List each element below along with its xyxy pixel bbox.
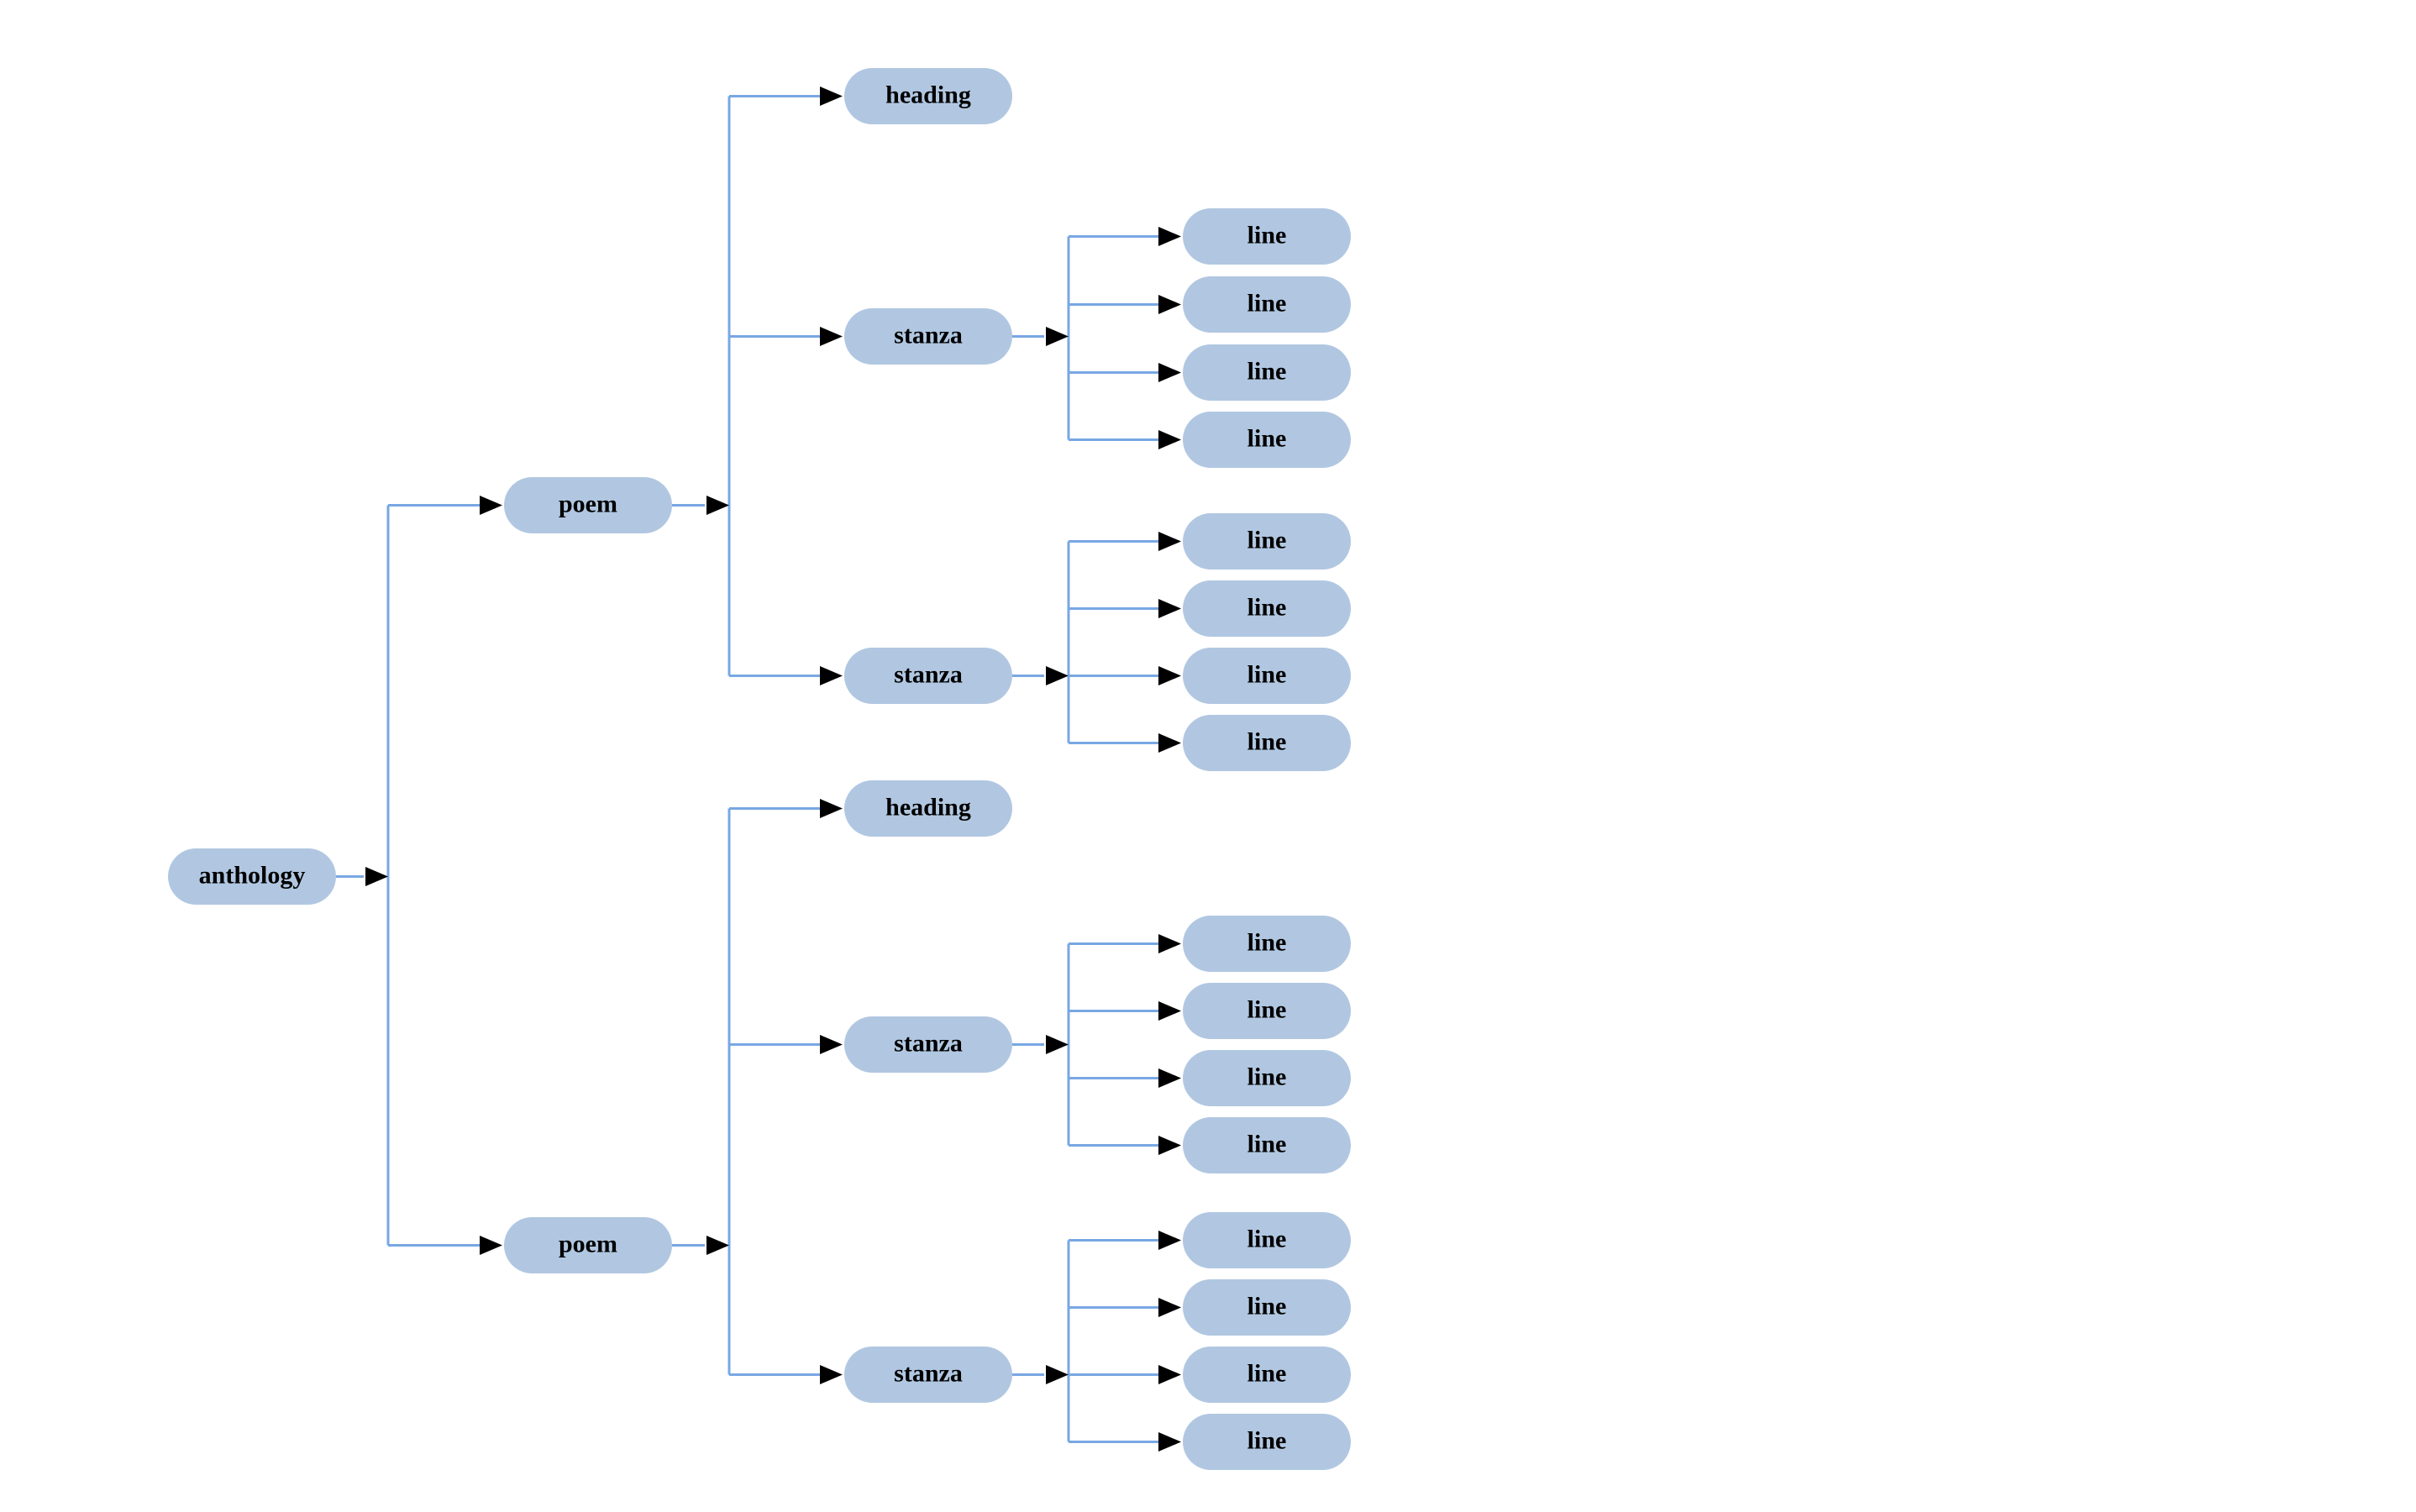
node-pill-shape[interactable] <box>844 308 1012 365</box>
node-pill-shape[interactable] <box>1183 983 1351 1039</box>
arrowhead-icon <box>820 1035 843 1054</box>
edge-layer <box>336 95 1158 1443</box>
node-pill-shape[interactable] <box>168 848 336 905</box>
node-pill-shape[interactable] <box>1183 648 1351 704</box>
tree-node-line-1-2-4[interactable]: line <box>1183 715 1351 771</box>
arrowhead-icon <box>480 496 502 515</box>
node-pill-shape[interactable] <box>1183 916 1351 972</box>
arrowhead-icon <box>1158 1231 1181 1250</box>
arrowhead-icon <box>1158 666 1181 685</box>
arrowhead-icon <box>820 87 843 106</box>
arrowhead-icon <box>365 867 388 886</box>
node-pill-shape[interactable] <box>1183 344 1351 401</box>
tree-node-line-1-1-4[interactable]: line <box>1183 412 1351 468</box>
node-pill-shape[interactable] <box>1183 715 1351 771</box>
tree-node-line-1-2-2[interactable]: line <box>1183 580 1351 637</box>
arrowhead-icon <box>1158 227 1181 246</box>
arrowhead-icon <box>1158 532 1181 551</box>
tree-node-line-1-1-2[interactable]: line <box>1183 276 1351 333</box>
arrowhead-icon <box>480 1236 502 1255</box>
tree-node-stanza-2-1[interactable]: stanza <box>844 1016 1012 1073</box>
arrowhead-icon <box>706 1236 729 1255</box>
node-pill-shape[interactable] <box>844 68 1012 124</box>
arrowhead-icon <box>1158 733 1181 753</box>
tree-node-heading-2[interactable]: heading <box>844 780 1012 837</box>
tree-node-line-2-1-1[interactable]: line <box>1183 916 1351 972</box>
node-pill-shape[interactable] <box>1183 208 1351 265</box>
node-pill-shape[interactable] <box>1183 1212 1351 1268</box>
node-pill-shape[interactable] <box>1183 412 1351 468</box>
arrowhead-icon <box>1158 1432 1181 1452</box>
tree-node-stanza-1-2[interactable]: stanza <box>844 648 1012 704</box>
tree-node-poem-2[interactable]: poem <box>504 1217 672 1273</box>
tree-node-line-2-2-4[interactable]: line <box>1183 1414 1351 1470</box>
arrowhead-icon <box>1158 934 1181 953</box>
tree-node-line-2-1-2[interactable]: line <box>1183 983 1351 1039</box>
arrowhead-icon <box>1046 1035 1069 1054</box>
node-pill-shape[interactable] <box>1183 276 1351 333</box>
node-pill-shape[interactable] <box>1183 1279 1351 1336</box>
arrowhead-icon <box>1158 1136 1181 1155</box>
node-pill-shape[interactable] <box>844 1347 1012 1403</box>
tree-node-anthology[interactable]: anthology <box>168 848 336 905</box>
arrowhead-icon <box>1046 327 1069 346</box>
node-pill-shape[interactable] <box>504 1217 672 1273</box>
node-pill-shape[interactable] <box>844 1016 1012 1073</box>
node-pill-shape[interactable] <box>1183 1117 1351 1173</box>
tree-node-line-1-1-3[interactable]: line <box>1183 344 1351 401</box>
arrowhead-icon <box>820 1365 843 1384</box>
node-pill-shape[interactable] <box>844 648 1012 704</box>
tree-node-line-2-2-1[interactable]: line <box>1183 1212 1351 1268</box>
arrowhead-icon <box>1046 1365 1069 1384</box>
node-layer: anthology poem heading stanza line line line li… <box>168 68 1351 1470</box>
tree-node-line-1-2-1[interactable]: line <box>1183 513 1351 570</box>
node-pill-shape[interactable] <box>844 780 1012 837</box>
tree-node-line-2-2-2[interactable]: line <box>1183 1279 1351 1336</box>
tree-node-line-2-2-3[interactable]: line <box>1183 1347 1351 1403</box>
node-pill-shape[interactable] <box>1183 1347 1351 1403</box>
tree-node-line-1-2-3[interactable]: line <box>1183 648 1351 704</box>
arrowhead-icon <box>1158 599 1181 618</box>
arrowhead-icon <box>820 327 843 346</box>
arrowhead-icon <box>1158 1068 1181 1088</box>
tree-node-line-2-1-3[interactable]: line <box>1183 1050 1351 1106</box>
tree-node-stanza-2-2[interactable]: stanza <box>844 1347 1012 1403</box>
arrowhead-icon <box>706 496 729 515</box>
tree-node-line-2-1-4[interactable]: line <box>1183 1117 1351 1173</box>
node-pill-shape[interactable] <box>1183 1414 1351 1470</box>
node-pill-shape[interactable] <box>1183 513 1351 570</box>
node-pill-shape[interactable] <box>1183 580 1351 637</box>
arrowhead-icon <box>1158 363 1181 382</box>
arrowhead-icon <box>1158 295 1181 314</box>
node-pill-shape[interactable] <box>1183 1050 1351 1106</box>
arrowhead-icon <box>820 799 843 818</box>
arrowhead-icon <box>1046 666 1069 685</box>
tree-node-poem-1[interactable]: poem <box>504 477 672 533</box>
arrowhead-icon <box>820 666 843 685</box>
arrowhead-icon <box>1158 430 1181 449</box>
tree-node-line-1-1-1[interactable]: line <box>1183 208 1351 265</box>
tree-node-heading-1[interactable]: heading <box>844 68 1012 124</box>
node-pill-shape[interactable] <box>504 477 672 533</box>
tree-node-stanza-1-1[interactable]: stanza <box>844 308 1012 365</box>
arrow-layer <box>365 87 1181 1452</box>
arrowhead-icon <box>1158 1365 1181 1384</box>
arrowhead-icon <box>1158 1001 1181 1021</box>
arrowhead-icon <box>1158 1298 1181 1317</box>
